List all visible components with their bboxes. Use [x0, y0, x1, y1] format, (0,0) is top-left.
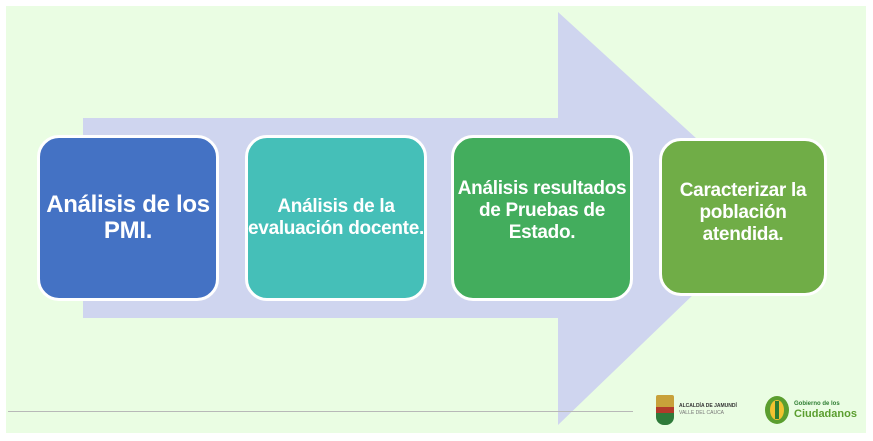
crest-icon [656, 395, 674, 425]
step-box-evaluacion-docente: Análisis de la evaluación docente. [245, 135, 427, 301]
gobierno-line1: Gobierno de los [794, 400, 840, 407]
alcaldia-logo: ALCALDÍA DE JAMUNDÍ VALLE DEL CAUCA [656, 392, 756, 428]
step-label-pmi: Análisis de los PMI. [46, 191, 210, 244]
step-label-evaluacion-docente: Análisis de la evaluación docente. [248, 196, 424, 239]
step-label-caracterizar-poblacion: Caracterizar la población atendida. [679, 180, 807, 245]
step-box-pruebas-estado: Análisis resultados de Pruebas de Estado… [451, 135, 633, 301]
step-box-pmi: Análisis de los PMI. [37, 135, 219, 301]
gobierno-line2: Ciudadanos [794, 407, 857, 420]
alcaldia-name: ALCALDÍA DE JAMUNDÍ [679, 403, 737, 409]
footer-divider [8, 411, 633, 412]
step-label-pruebas-estado: Análisis resultados de Pruebas de Estado… [457, 178, 627, 243]
gobierno-emblem-icon [765, 396, 789, 424]
alcaldia-sub: VALLE DEL CAUCA [679, 410, 725, 416]
step-box-caracterizar-poblacion: Caracterizar la población atendida. [659, 138, 827, 296]
gobierno-logo: Gobierno de los Ciudadanos [764, 392, 870, 428]
